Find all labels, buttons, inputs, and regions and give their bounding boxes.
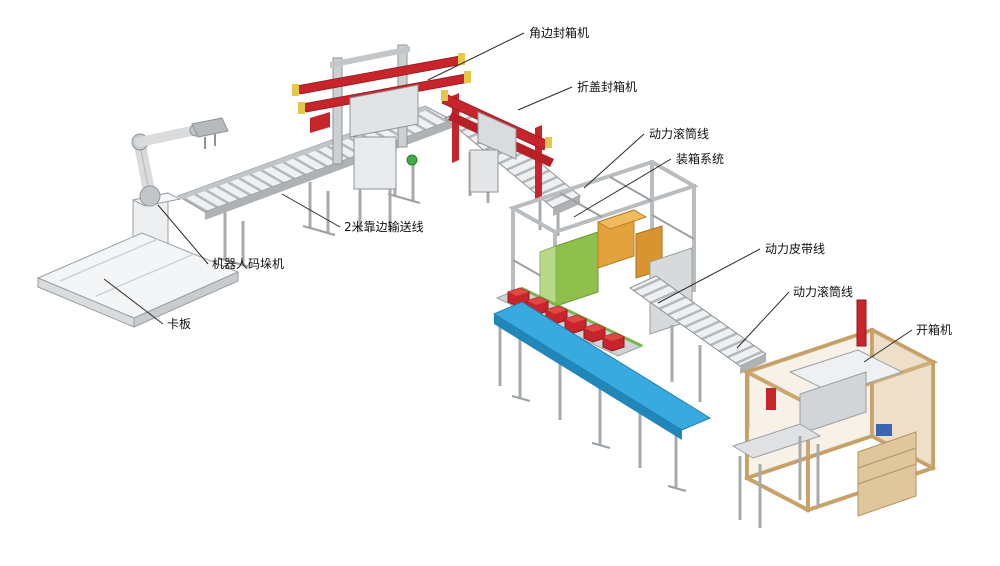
corner-sealer-machine bbox=[292, 44, 471, 232]
label-flap-sealer: 折盖封箱机 bbox=[577, 79, 637, 94]
case-erector-machine bbox=[731, 299, 939, 528]
leader-case-erector bbox=[863, 329, 913, 363]
label-edge-conveyor: 2米靠边输送线 bbox=[344, 219, 424, 234]
label-robot: 机器人码垛机 bbox=[212, 256, 284, 271]
label-corner-sealer: 角边封箱机 bbox=[529, 25, 589, 40]
indicator-light bbox=[406, 154, 418, 166]
label-pallet: 卡板 bbox=[167, 317, 191, 331]
pallet bbox=[36, 232, 240, 328]
green-panel bbox=[555, 231, 599, 307]
leader-roller-line-1 bbox=[583, 133, 645, 189]
leader-corner-sealer bbox=[427, 32, 525, 81]
blue-unit bbox=[876, 424, 892, 436]
powered-roller-conveyor bbox=[629, 275, 767, 428]
leader-pallet bbox=[103, 278, 164, 325]
leader-case-packer bbox=[573, 158, 672, 218]
product-infeed-conveyor bbox=[495, 286, 644, 357]
leader-roller-line-2 bbox=[736, 291, 790, 349]
label-roller-line-2: 动力滚筒线 bbox=[793, 284, 853, 299]
leader-belt-line bbox=[657, 248, 761, 304]
robot-gripper bbox=[191, 117, 229, 138]
robot-upper-arm bbox=[135, 125, 201, 147]
leader-robot bbox=[157, 204, 209, 265]
label-case-packer: 装箱系统 bbox=[676, 151, 724, 166]
red-product-boxes bbox=[507, 287, 625, 352]
leader-flap-sealer bbox=[517, 86, 573, 111]
label-roller-line-1: 动力滚筒线 bbox=[649, 126, 709, 141]
flap-sealer-machine bbox=[441, 90, 554, 199]
annotations: 角边封箱机 折盖封箱机 动力滚筒线 装箱系统 动力皮带线 动力滚筒线 开箱机 2… bbox=[103, 25, 952, 363]
leader-edge-conveyor bbox=[281, 193, 341, 228]
label-belt-line: 动力皮带线 bbox=[765, 242, 825, 256]
belt-conveyor bbox=[492, 301, 712, 492]
label-case-erector: 开箱机 bbox=[916, 322, 952, 337]
red-handle bbox=[856, 299, 867, 347]
